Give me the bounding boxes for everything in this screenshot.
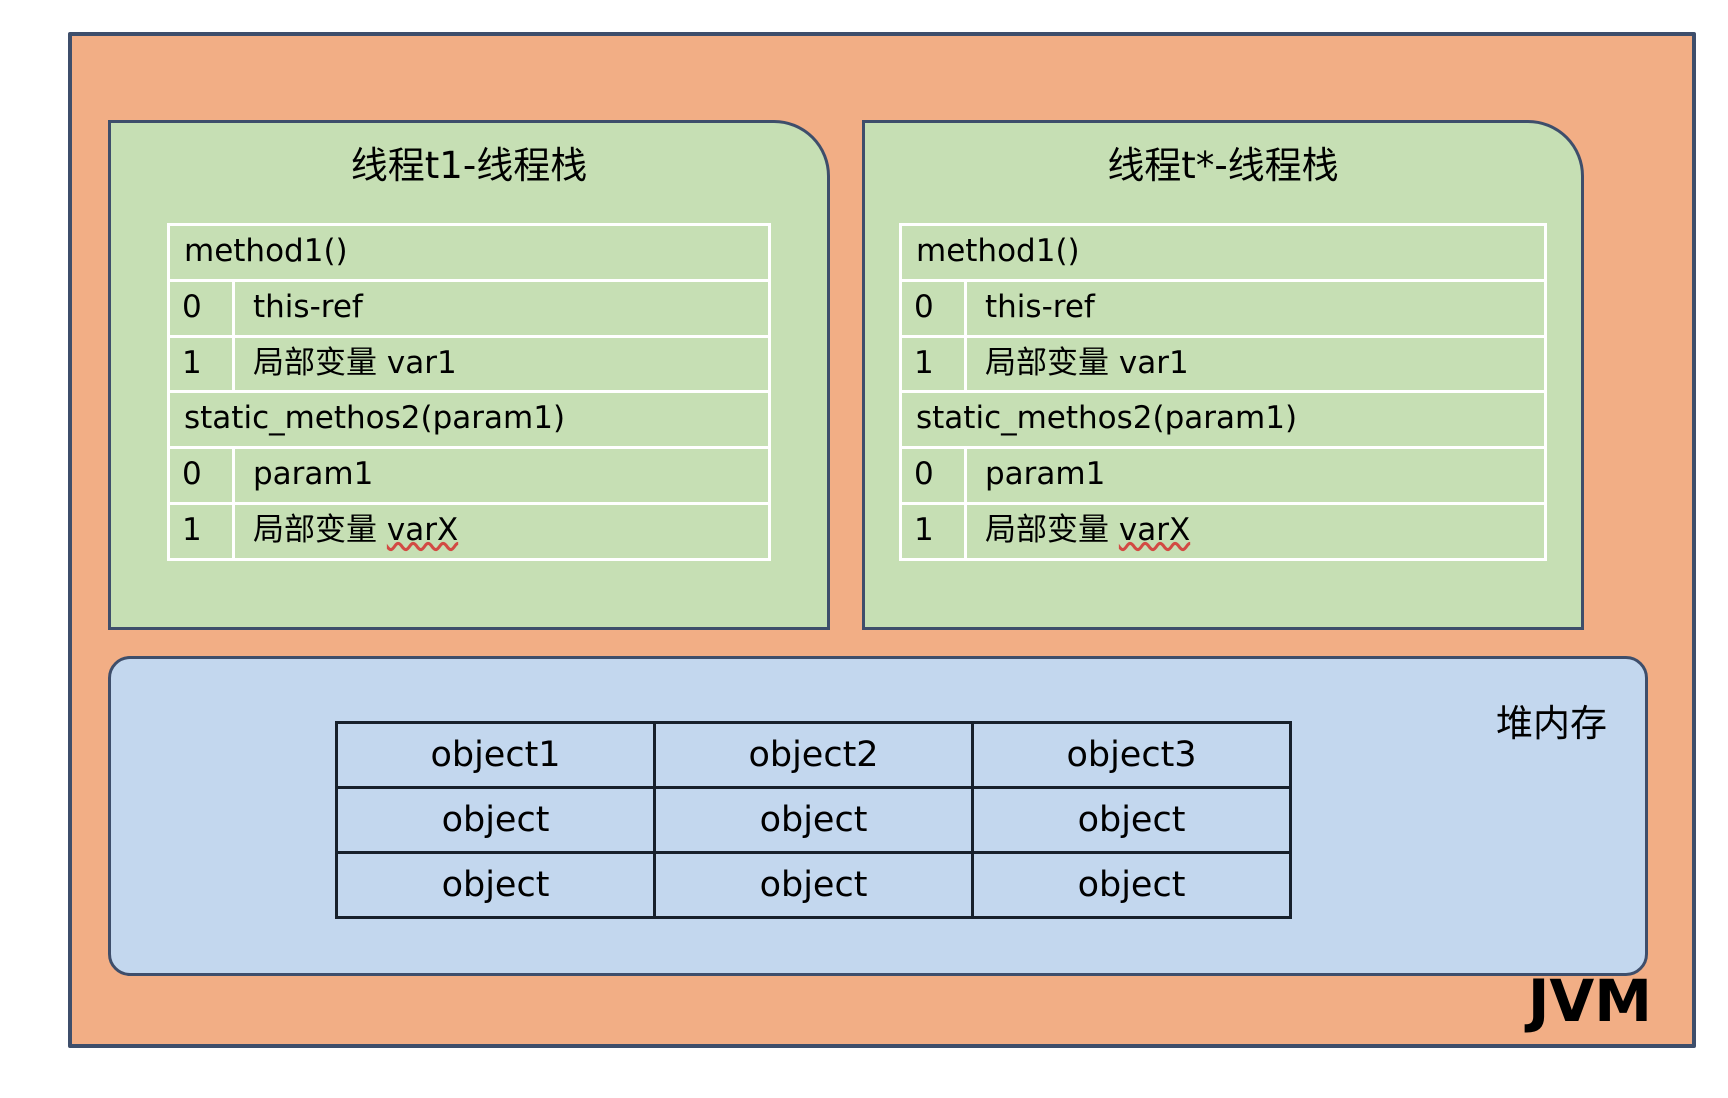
frame-name: method1() <box>167 223 771 282</box>
slot-index: 0 <box>167 281 235 338</box>
slot-index: 1 <box>899 337 967 394</box>
stack-frame-table: method1() 0 this-ref 1 局部变量 var1 static_… <box>899 223 1547 561</box>
slot-value: param1 <box>967 449 1547 505</box>
slot-value: this-ref <box>235 281 771 338</box>
thread-stack-title: 线程t*-线程栈 <box>1107 144 1339 187</box>
slot-index: 1 <box>167 504 235 561</box>
heap-cell: object <box>653 786 974 854</box>
slot-value: 局部变量 var1 <box>967 337 1547 394</box>
frame-header-row: static_methos2(param1) <box>899 393 1547 449</box>
slot-index: 1 <box>899 504 967 561</box>
slot-row: 0 this-ref <box>899 281 1547 338</box>
slot-value: 局部变量 var1 <box>235 337 771 394</box>
slot-value-misspelled: varX <box>386 511 459 548</box>
heap-memory-panel: 堆内存 object1 object2 object3 object objec… <box>108 656 1648 976</box>
slot-value-prefix: 局部变量 <box>985 511 1119 548</box>
slot-index: 1 <box>167 337 235 394</box>
slot-row: 1 局部变量 var1 <box>899 337 1547 394</box>
slot-value-prefix: 局部变量 <box>253 511 387 548</box>
heap-cell: object <box>971 851 1292 919</box>
slot-row: 0 this-ref <box>167 281 771 338</box>
frame-name: static_methos2(param1) <box>167 393 771 449</box>
slot-value: 局部变量 varX <box>967 504 1547 561</box>
stack-frame-table: method1() 0 this-ref 1 局部变量 var1 static_… <box>167 223 771 561</box>
slot-value: this-ref <box>967 281 1547 338</box>
heap-cell: object <box>335 786 656 854</box>
slot-index: 0 <box>167 449 235 505</box>
frame-header-row: method1() <box>899 223 1547 282</box>
thread-stack-panel: 线程t1-线程栈 method1() 0 this-ref 1 局部变量 var… <box>108 120 830 630</box>
slot-value-misspelled: varX <box>1118 511 1191 548</box>
heap-memory-label: 堆内存 <box>1496 702 1607 745</box>
table-row: object object object <box>335 786 1292 854</box>
heap-cell: object <box>335 851 656 919</box>
jvm-label: JVM <box>1527 967 1652 1035</box>
table-row: object object object <box>335 851 1292 919</box>
slot-row: 1 局部变量 var1 <box>167 337 771 394</box>
frame-header-row: method1() <box>167 223 771 282</box>
heap-cell: object3 <box>971 721 1292 789</box>
slot-value: param1 <box>235 449 771 505</box>
heap-cell: object <box>971 786 1292 854</box>
thread-stack-title: 线程t1-线程栈 <box>350 144 588 187</box>
heap-cell: object1 <box>335 721 656 789</box>
thread-stack-panel: 线程t*-线程栈 method1() 0 this-ref 1 局部变量 var… <box>862 120 1584 630</box>
slot-row: 0 param1 <box>899 449 1547 505</box>
frame-header-row: static_methos2(param1) <box>167 393 771 449</box>
slot-row: 1 局部变量 varX <box>899 504 1547 561</box>
heap-cell: object2 <box>653 721 974 789</box>
slot-index: 0 <box>899 281 967 338</box>
heap-objects-table: object1 object2 object3 object object ob… <box>335 721 1292 919</box>
heap-cell: object <box>653 851 974 919</box>
jvm-container: 线程t1-线程栈 method1() 0 this-ref 1 局部变量 var… <box>68 32 1696 1048</box>
slot-index: 0 <box>899 449 967 505</box>
frame-name: method1() <box>899 223 1547 282</box>
slot-row: 1 局部变量 varX <box>167 504 771 561</box>
table-row: object1 object2 object3 <box>335 721 1292 789</box>
slot-value: 局部变量 varX <box>235 504 771 561</box>
frame-name: static_methos2(param1) <box>899 393 1547 449</box>
slot-row: 0 param1 <box>167 449 771 505</box>
